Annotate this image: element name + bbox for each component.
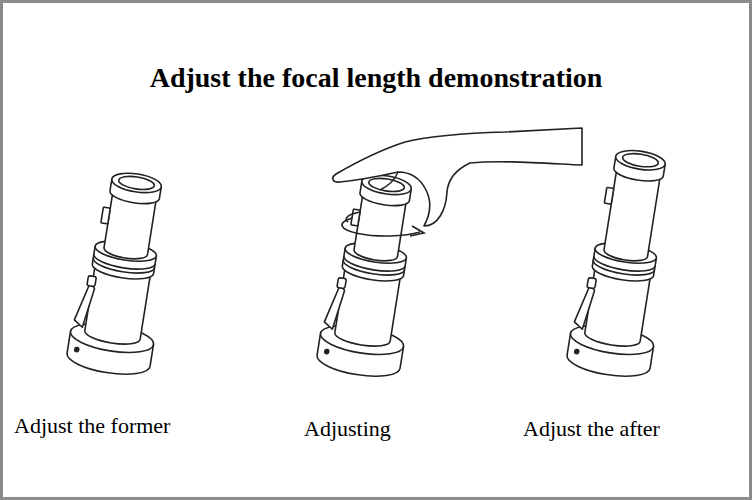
- diagram-title: Adjust the focal length demonstration: [150, 62, 603, 94]
- caption-label: Adjust the former: [14, 413, 170, 439]
- caption-label: Adjust the after: [523, 416, 660, 442]
- caption-label: Adjusting: [304, 416, 391, 442]
